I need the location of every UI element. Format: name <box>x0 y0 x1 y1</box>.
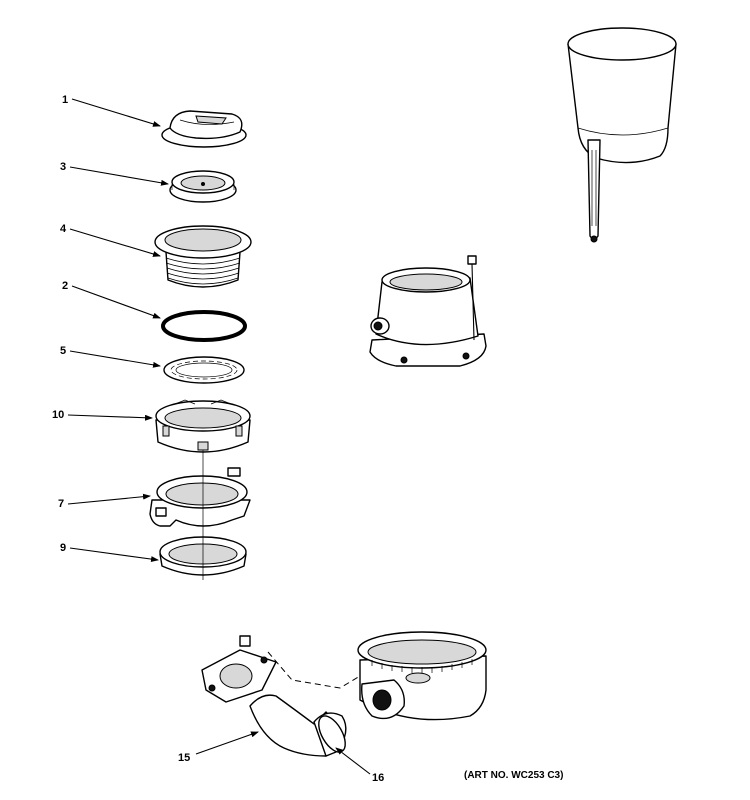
callout-16: 16 <box>335 747 384 784</box>
part-4-sink-flange <box>154 225 252 288</box>
callout-label-2: 2 <box>62 280 68 292</box>
callout-label-16: 16 <box>372 772 384 784</box>
callout-4: 4 <box>60 223 161 257</box>
upper-housing <box>369 255 487 367</box>
callout-7: 7 <box>58 493 151 510</box>
callout-label-10: 10 <box>52 409 64 421</box>
discharge-elbow <box>201 635 361 757</box>
callout-15: 15 <box>178 731 259 764</box>
callout-label-1: 1 <box>62 94 68 106</box>
part-5-backup-ring <box>163 356 245 384</box>
callout-label-15: 15 <box>178 752 190 764</box>
part-3-strainer <box>169 170 237 203</box>
part-7-support-ring <box>149 467 251 527</box>
callout-label-9: 9 <box>60 542 66 554</box>
callout-label-7: 7 <box>58 498 64 510</box>
splash-cup <box>567 27 677 243</box>
callout-9: 9 <box>60 542 159 563</box>
callout-1: 1 <box>62 94 161 127</box>
part-10-mounting-ring <box>155 399 251 453</box>
callout-3: 3 <box>60 161 169 186</box>
callout-label-5: 5 <box>60 345 66 357</box>
callout-label-4: 4 <box>60 223 67 235</box>
lower-housing <box>357 631 487 721</box>
callout-2: 2 <box>62 280 161 319</box>
art-number-label: (ART NO. WC253 C3) <box>464 770 563 781</box>
part-1-stopper <box>161 110 247 148</box>
callout-label-3: 3 <box>60 161 66 173</box>
callout-5: 5 <box>60 345 161 368</box>
part-2-gasket <box>161 310 247 342</box>
callout-10: 10 <box>52 409 153 421</box>
